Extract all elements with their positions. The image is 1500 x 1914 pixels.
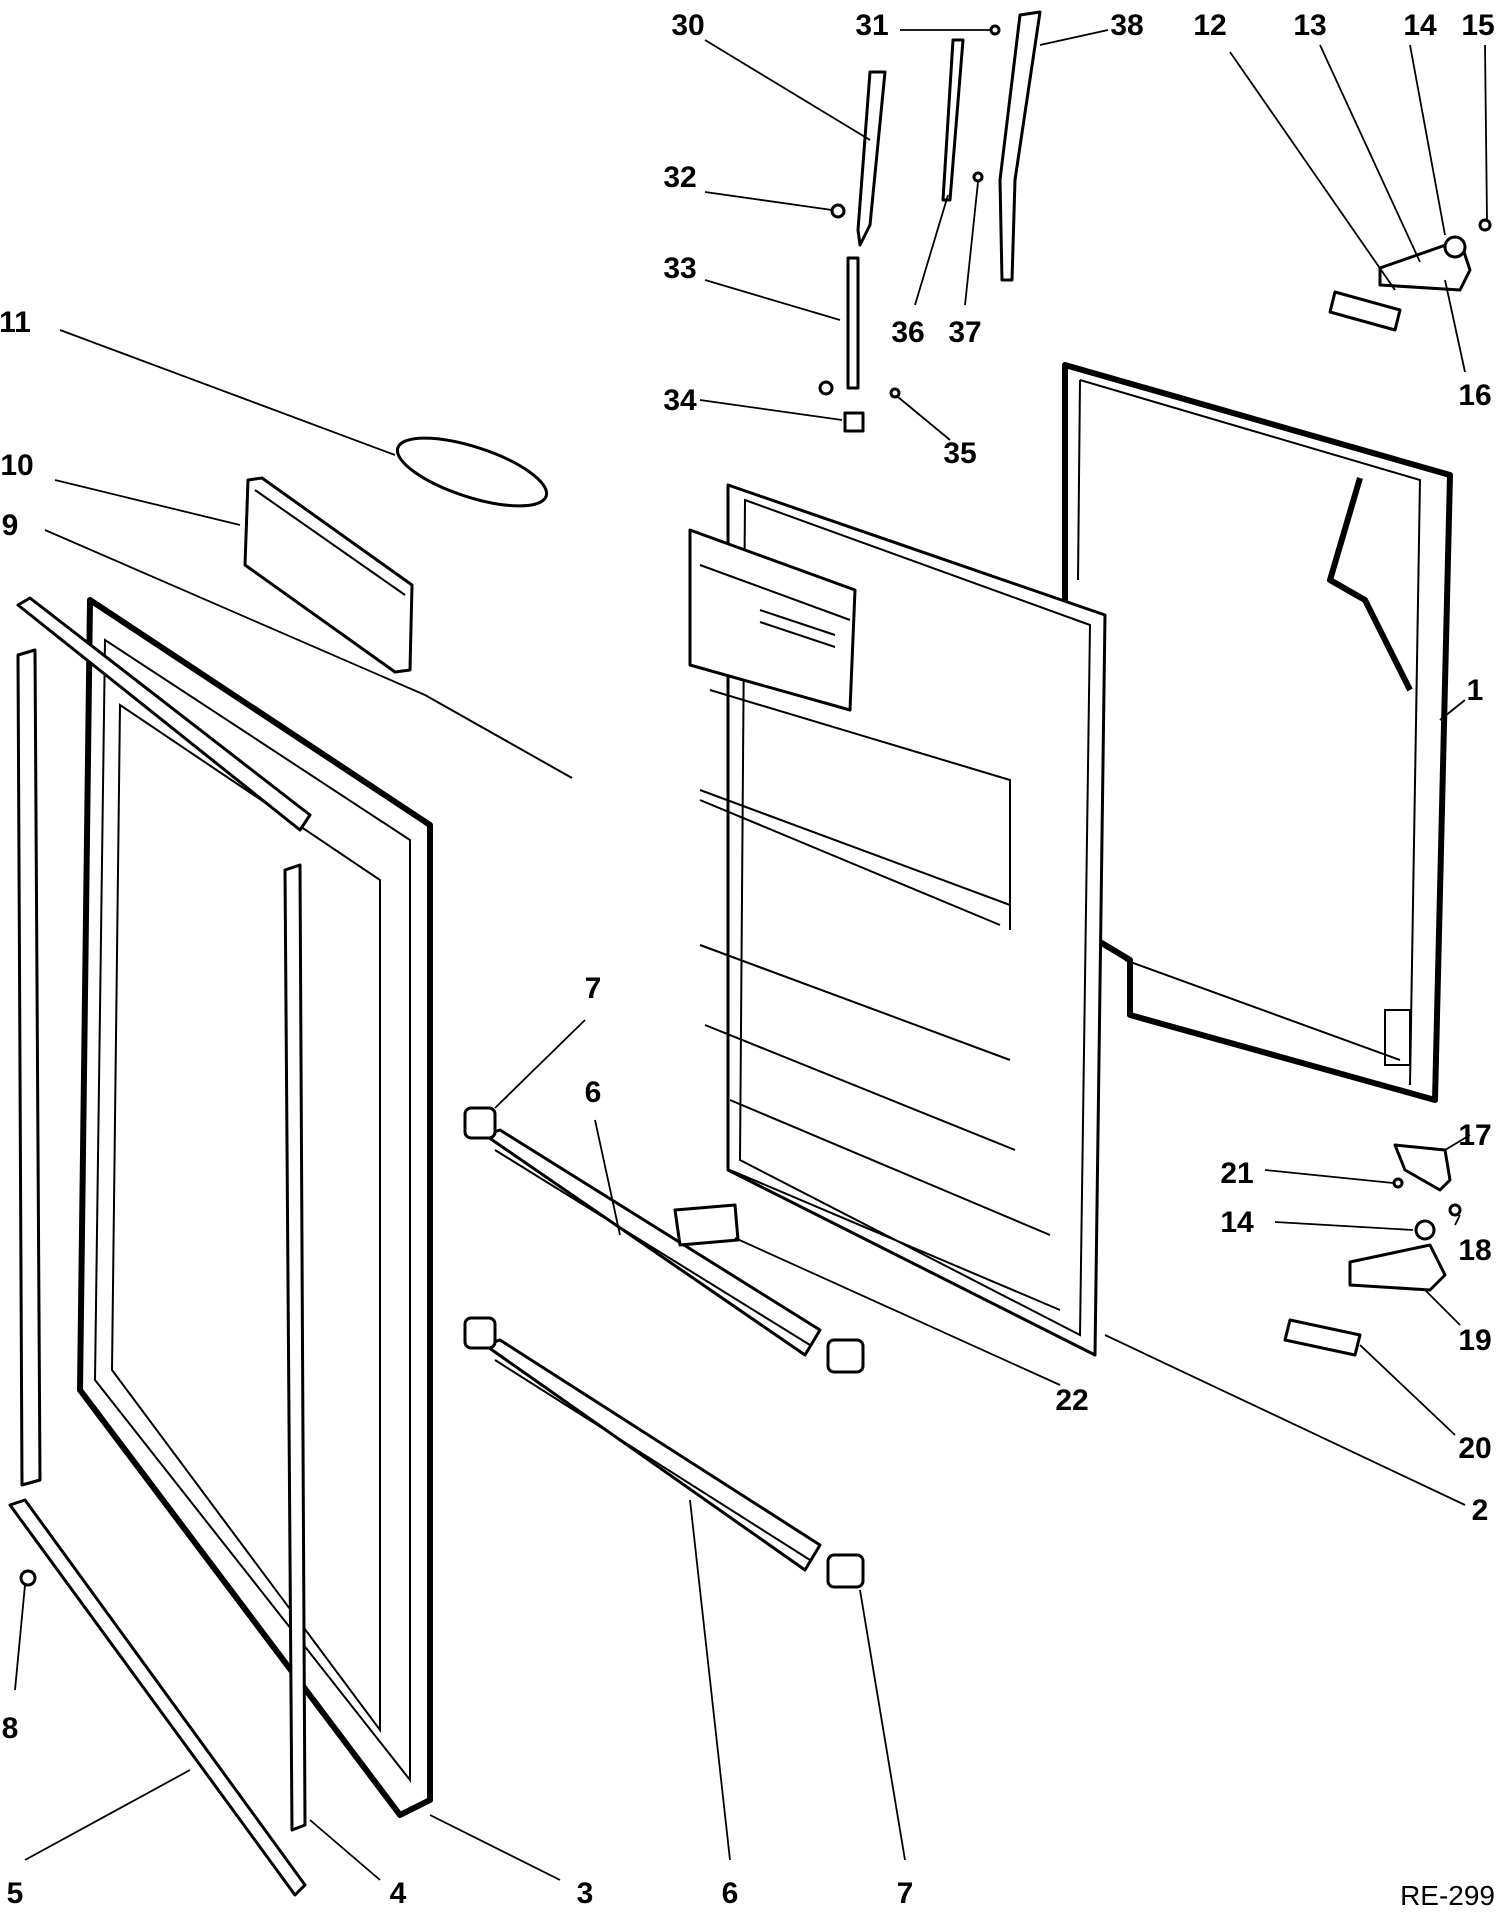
callout-30: 30 [671,9,704,42]
left-retainer-strip [16,596,312,1487]
callout-18: 18 [1458,1234,1491,1267]
part-30-handle [856,70,887,247]
bottom-hinge-assembly [1283,1143,1462,1357]
part-11-dairy-cover [395,436,549,508]
callout-labels: 1 2 3 4 5 6 6 7 7 8 9 10 11 12 13 14 14 … [0,9,1495,1910]
part-10-dairy-door [243,476,414,674]
callout-17: 17 [1458,1119,1491,1152]
callout-1: 1 [1467,674,1484,707]
callout-22: 22 [1055,1384,1088,1417]
callout-6-lower: 6 [722,1877,739,1910]
part-8-screw [19,1569,37,1587]
part-6-shelf-lower [483,1338,822,1572]
part-35-screw [889,387,901,399]
callout-14-lower: 14 [1220,1206,1254,1239]
callout-32: 32 [663,161,696,194]
callout-14-upper: 14 [1403,9,1437,42]
callout-35: 35 [943,437,976,470]
part-31-screw [989,24,1001,36]
part-33-bracket [846,256,860,390]
part-12-shim [1328,290,1402,332]
callout-20: 20 [1458,1432,1491,1465]
callout-2: 2 [1472,1494,1489,1527]
part-37-screw [972,171,984,183]
callout-3: 3 [577,1877,594,1910]
part-2-inner-door-liner [688,483,1107,1357]
leader-lines [14,29,1488,1881]
part-20-shim [1283,1318,1362,1357]
part-33-nut [818,380,834,396]
part-9-rod [424,694,573,779]
callout-10: 10 [0,449,33,482]
callout-15: 15 [1461,9,1494,42]
part-32-nut [830,203,846,219]
callout-38: 38 [1110,9,1143,42]
callout-12: 12 [1193,9,1226,42]
part-19-hinge [1348,1243,1447,1292]
callout-8: 8 [2,1712,19,1745]
part-5-bottom-retainer [8,1498,307,1897]
callout-34: 34 [663,384,697,417]
callout-11: 11 [0,306,31,339]
callout-4: 4 [390,1877,407,1910]
callout-7-upper: 7 [585,972,602,1005]
callout-6-upper: 6 [585,1076,602,1109]
part-1-outer-door-panel [1062,362,1453,1103]
part-7-end-caps [463,1106,865,1589]
callout-33: 33 [663,252,696,285]
callout-31: 31 [855,9,888,42]
callout-5: 5 [7,1877,24,1910]
part-15-screw [1478,218,1492,232]
top-hinge-assembly [1328,218,1492,332]
handle-assembly [818,10,1042,433]
callout-21: 21 [1220,1157,1253,1190]
callout-13: 13 [1293,9,1326,42]
part-21-screw [1392,1177,1404,1189]
callout-37: 37 [948,316,981,349]
part-22-stop [673,1203,740,1247]
part-36-handle-cap [941,38,965,202]
callout-16: 16 [1458,379,1491,412]
part-18-screw [1448,1203,1462,1217]
callout-9: 9 [2,509,19,542]
part-34-clip [843,411,865,433]
callout-19: 19 [1458,1324,1491,1357]
part-14-bushing [1443,235,1467,259]
part-4-retainer-strip [283,863,307,1832]
diagram-code: RE-299 [1400,1880,1495,1911]
part-38-trim [998,10,1042,282]
part-14-lower-bushing [1414,1219,1436,1241]
callout-7-lower: 7 [897,1877,914,1910]
callout-36: 36 [891,316,924,349]
part-17-hinge-pin [1393,1143,1452,1192]
